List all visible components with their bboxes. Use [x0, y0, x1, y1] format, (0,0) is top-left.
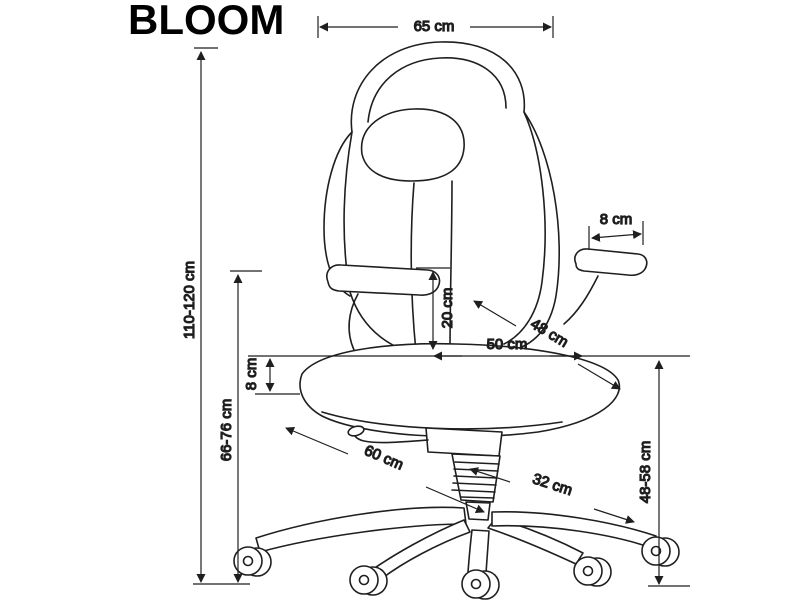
dim-top-width: 65 cm: [317, 16, 554, 38]
base-leg: [467, 529, 490, 574]
dim-total-height: 110-120 cm: [180, 47, 250, 585]
armrest-support-right: [563, 275, 599, 325]
chair-illustration: [233, 41, 680, 600]
dim-armrest-floor-height: 66-76 cm: [217, 270, 262, 583]
dim-label-seat-depth: 48 cm: [527, 315, 571, 351]
caster-hub: [582, 565, 594, 577]
dim-label-armrest-floor-height: 66-76 cm: [218, 399, 235, 462]
dim-label-seat-thickness: 8 cm: [243, 358, 260, 391]
headrest-seam: [367, 57, 507, 123]
back-center-seam-left: [410, 182, 417, 353]
caster-hub: [358, 574, 370, 586]
caster-hub: [470, 578, 482, 590]
armrest-pad-left: [326, 264, 441, 296]
dim-label-armrest-rise: 20 cm: [439, 288, 456, 329]
dim-line: [285, 426, 349, 455]
chair-base: [255, 506, 657, 584]
chair-seat: [299, 342, 621, 438]
dim-label-base-diameter: 60 cm: [362, 442, 406, 474]
dim-armrest-pad-width: 8 cm: [588, 210, 644, 250]
seat-mechanism: [425, 427, 503, 457]
back-right-seam: [503, 111, 546, 345]
dim-line: [425, 486, 485, 513]
dim-seat-height: 48-58 cm: [636, 360, 690, 587]
dim-label-total-height: 110-120 cm: [181, 261, 198, 339]
armrest-pad-right: [574, 248, 648, 277]
dim-line: [591, 230, 642, 242]
dim-label-seat-width: 50 cm: [487, 336, 528, 353]
head-pillow: [360, 108, 465, 182]
dim-seat-thickness: 8 cm: [242, 357, 300, 395]
dim-label-top-width: 65 cm: [414, 18, 455, 35]
back-center-seam-right: [449, 180, 453, 353]
dim-line: [577, 363, 621, 390]
dim-label-caster-span: 32 cm: [530, 470, 574, 499]
caster-hub: [242, 555, 254, 567]
gas-lift-column: [465, 501, 491, 521]
dim-label-seat-height: 48-58 cm: [637, 441, 654, 504]
dim-line: [593, 508, 635, 524]
lever-handle: [347, 425, 365, 437]
dim-armrest-rise: 20 cm: [416, 267, 457, 350]
dim-seat-width: 50 cm: [248, 335, 690, 361]
casters: [233, 536, 680, 600]
dim-line: [469, 467, 511, 483]
dim-line: [473, 300, 517, 327]
product-title: BLOOM: [128, 0, 284, 43]
dim-label-armrest-pad-width: 8 cm: [600, 211, 633, 228]
